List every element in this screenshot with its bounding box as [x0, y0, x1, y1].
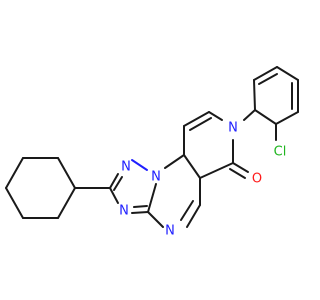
bond	[131, 159, 148, 171]
bond	[164, 154, 185, 169]
bond	[131, 211, 149, 214]
bond	[199, 162, 234, 179]
bond	[254, 109, 277, 125]
cyclohexyl-ring	[5, 157, 76, 219]
bond	[57, 157, 76, 189]
pyrimidine-ring	[147, 154, 201, 228]
pyridinone-ring	[183, 111, 249, 179]
bond	[147, 183, 157, 213]
atom-n-triazole-bottom: N	[119, 204, 129, 219]
bond	[275, 111, 299, 125]
bond	[253, 79, 256, 111]
bond	[5, 187, 24, 219]
atom-n-triazole-bridge: N	[151, 170, 161, 185]
bond	[109, 173, 119, 189]
molecule-structure: N N N N N O Cl	[5, 66, 299, 239]
bond	[180, 200, 194, 221]
bond	[147, 211, 164, 228]
bond	[113, 176, 123, 191]
bond	[109, 187, 119, 204]
structure-canvas: N N N N N O Cl	[5, 66, 299, 239]
bond-n-phenyl	[243, 109, 256, 121]
bond	[276, 66, 299, 81]
bond-carbonyl	[232, 162, 249, 173]
bond	[57, 187, 76, 219]
atom-o-carbonyl: O	[252, 172, 262, 187]
bond	[5, 157, 24, 189]
bond	[253, 66, 278, 81]
bond	[183, 111, 210, 127]
bond	[133, 205, 148, 208]
bond	[189, 117, 212, 131]
atom-n-triazole-top: N	[121, 160, 131, 175]
bond	[186, 204, 201, 228]
chlorophenyl-ring	[253, 66, 299, 141]
bond	[183, 154, 201, 179]
bond	[258, 73, 278, 85]
bond	[208, 111, 223, 121]
triazole-ring	[109, 159, 157, 214]
bond-carbonyl	[229, 168, 246, 179]
atom-cl-chloro: Cl	[274, 145, 287, 160]
atom-n-pyrimidine: N	[165, 224, 175, 239]
atom-n-pyridinone: N	[228, 121, 238, 136]
